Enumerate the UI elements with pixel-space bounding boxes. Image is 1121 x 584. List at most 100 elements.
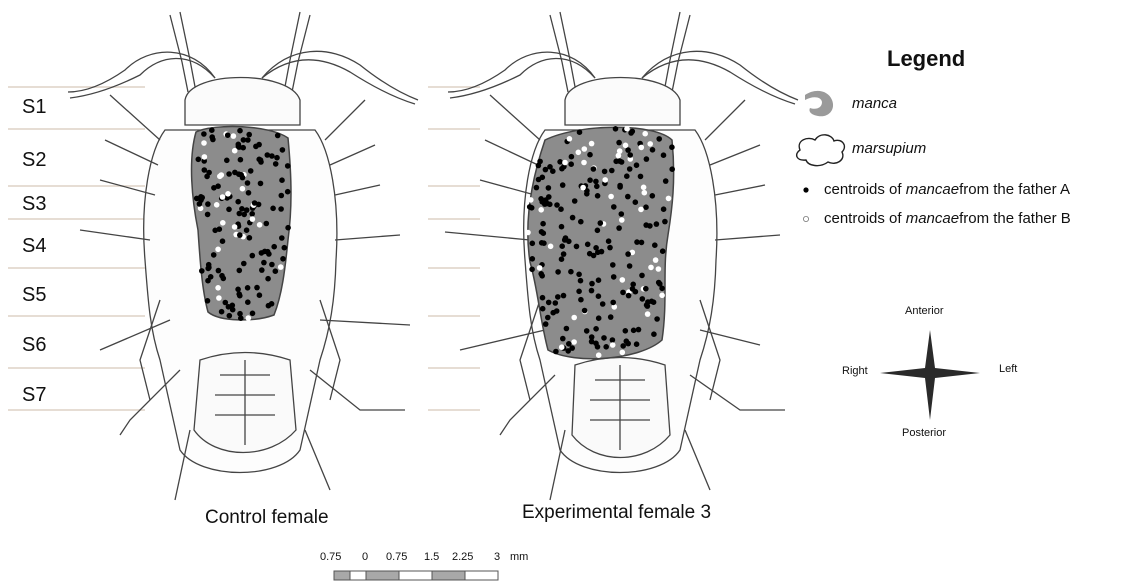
centroid-father-a bbox=[624, 173, 630, 179]
centroid-father-a bbox=[246, 190, 252, 196]
centroid-father-b bbox=[216, 295, 222, 301]
legend-marsupium: marsupium bbox=[852, 140, 926, 157]
centroid-father-a bbox=[540, 295, 546, 301]
centroid-father-a bbox=[559, 243, 565, 249]
centroid-father-a bbox=[587, 251, 593, 257]
centroid-father-a bbox=[258, 181, 264, 187]
centroid-father-a bbox=[249, 211, 255, 217]
legend-father-a-prefix: centroids of bbox=[824, 181, 902, 198]
centroid-father-a bbox=[237, 232, 243, 238]
centroid-father-b bbox=[278, 264, 284, 270]
centroid-father-a bbox=[199, 268, 205, 274]
centroid-father-a bbox=[225, 132, 231, 138]
centroid-father-a bbox=[235, 287, 241, 293]
compass-left: Left bbox=[999, 363, 1017, 375]
centroid-father-a bbox=[197, 201, 203, 207]
centroid-father-a bbox=[598, 220, 604, 226]
centroid-father-a bbox=[280, 256, 286, 262]
centroid-father-a bbox=[259, 267, 265, 273]
centroid-father-a bbox=[554, 308, 560, 314]
scale-tick-5: 3 bbox=[494, 551, 500, 563]
centroid-father-a bbox=[258, 159, 264, 165]
centroid-father-b bbox=[582, 146, 588, 152]
centroid-father-a bbox=[530, 256, 536, 262]
centroid-father-a bbox=[595, 228, 601, 234]
centroid-father-a bbox=[250, 311, 256, 317]
centroid-father-a bbox=[539, 199, 545, 205]
legend-manca-label: manca bbox=[852, 95, 897, 112]
centroid-father-a bbox=[617, 184, 623, 190]
segment-label-s5: S5 bbox=[22, 284, 46, 307]
centroid-father-a bbox=[269, 262, 275, 268]
compass-right: Right bbox=[842, 365, 868, 377]
centroid-father-a bbox=[607, 245, 613, 251]
centroid-father-a bbox=[627, 166, 633, 172]
centroid-father-a bbox=[530, 241, 536, 247]
centroid-father-a bbox=[620, 343, 626, 349]
centroid-father-a bbox=[560, 182, 566, 188]
legend-father-b-suffix: from the father B bbox=[959, 210, 1071, 227]
centroid-father-a bbox=[545, 315, 551, 321]
centroid-father-a bbox=[587, 177, 593, 183]
centroid-father-a bbox=[625, 341, 631, 347]
centroid-father-b bbox=[642, 131, 648, 137]
scale-unit: mm bbox=[510, 551, 528, 563]
centroid-father-a bbox=[609, 168, 615, 174]
centroid-father-a bbox=[279, 193, 285, 199]
centroid-father-b bbox=[571, 315, 577, 321]
centroid-father-a bbox=[279, 177, 285, 183]
centroid-father-a bbox=[257, 292, 263, 298]
centroid-father-a bbox=[206, 262, 212, 268]
centroid-father-a bbox=[616, 140, 622, 146]
caption-experimental: Experimental female 3 bbox=[522, 502, 711, 524]
centroid-father-a bbox=[610, 262, 616, 268]
centroid-father-b bbox=[580, 185, 586, 191]
centroid-father-a bbox=[613, 126, 619, 132]
centroid-father-a bbox=[561, 251, 567, 257]
segment-label-s2: S2 bbox=[22, 149, 46, 172]
centroid-father-b bbox=[639, 145, 645, 151]
centroid-father-a bbox=[205, 298, 211, 304]
centroid-father-a bbox=[634, 162, 640, 168]
centroid-father-a bbox=[654, 221, 660, 227]
centroid-father-b bbox=[537, 265, 543, 271]
centroid-father-a bbox=[652, 242, 658, 248]
centroid-father-b bbox=[659, 293, 665, 299]
centroid-father-a bbox=[237, 128, 243, 134]
centroid-father-b bbox=[538, 207, 544, 213]
centroid-father-a bbox=[527, 204, 533, 210]
centroid-father-b bbox=[220, 220, 226, 226]
centroid-father-a bbox=[538, 271, 544, 277]
centroid-father-a bbox=[603, 344, 609, 350]
centroid-father-a bbox=[540, 221, 546, 227]
centroid-father-a bbox=[633, 289, 639, 295]
centroid-father-a bbox=[546, 300, 552, 306]
centroid-father-a bbox=[250, 253, 256, 259]
centroid-father-b bbox=[666, 196, 672, 202]
centroid-father-a bbox=[543, 321, 549, 327]
centroid-father-a bbox=[626, 293, 632, 299]
centroid-father-b bbox=[619, 217, 625, 223]
centroid-father-b bbox=[567, 136, 573, 142]
centroid-father-a bbox=[619, 211, 625, 217]
centroid-father-a bbox=[219, 273, 225, 279]
centroid-father-a bbox=[550, 168, 556, 174]
centroid-father-b bbox=[608, 194, 614, 200]
centroid-father-a bbox=[536, 177, 542, 183]
centroid-father-a bbox=[663, 178, 669, 184]
centroid-father-a bbox=[239, 206, 245, 212]
centroid-father-a bbox=[565, 348, 571, 354]
scale-tick-3: 1.5 bbox=[424, 551, 439, 563]
centroid-father-a bbox=[562, 237, 568, 243]
centroid-father-a bbox=[649, 299, 655, 305]
centroid-father-b bbox=[581, 160, 587, 166]
centroid-father-a bbox=[282, 245, 288, 251]
centroid-father-a bbox=[269, 153, 275, 159]
centroid-father-a bbox=[226, 207, 232, 213]
centroid-father-a bbox=[553, 349, 559, 355]
centroid-father-a bbox=[595, 193, 601, 199]
scale-bar-graphic bbox=[334, 571, 498, 580]
centroid-father-b bbox=[623, 143, 629, 149]
centroid-father-a bbox=[644, 156, 650, 162]
